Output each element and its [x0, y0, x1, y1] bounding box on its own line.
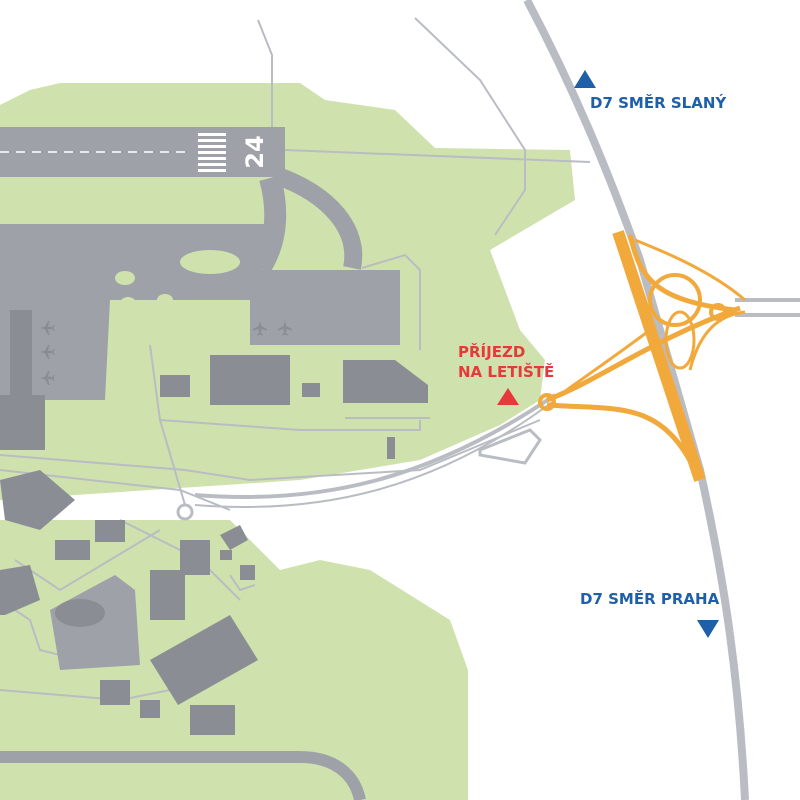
buildings-south — [0, 470, 258, 735]
highway-north-label: D7 SMĚR SLANÝ — [590, 93, 727, 112]
apron-islands — [115, 246, 327, 313]
highway-south-label: D7 SMĚR PRAHA — [580, 589, 720, 608]
runway-number-label: 24 — [241, 135, 269, 168]
entrance-label-line2: NA LETIŠTĚ — [458, 362, 554, 381]
buildings-north — [160, 355, 428, 459]
runway — [0, 127, 285, 177]
apron — [0, 230, 400, 400]
local-roads — [0, 17, 591, 702]
north-triangle-up-icon — [574, 70, 596, 88]
threshold-markings — [198, 133, 226, 172]
southern-taxiway — [0, 751, 366, 800]
airport-access-road — [194, 393, 557, 509]
highway-interchange — [538, 230, 746, 482]
entrance-triangle-up-icon — [497, 388, 519, 405]
roundabout-west — [176, 503, 194, 521]
south-triangle-down-icon — [697, 620, 719, 638]
terminal-hall — [0, 395, 45, 450]
cargo-loop — [55, 599, 105, 627]
d7-highway — [523, 0, 800, 800]
taxiway-curve-left — [250, 175, 287, 275]
taxiway-curve-right — [274, 167, 363, 270]
entrance-label-line1: PŘÍJEZD — [458, 342, 525, 361]
